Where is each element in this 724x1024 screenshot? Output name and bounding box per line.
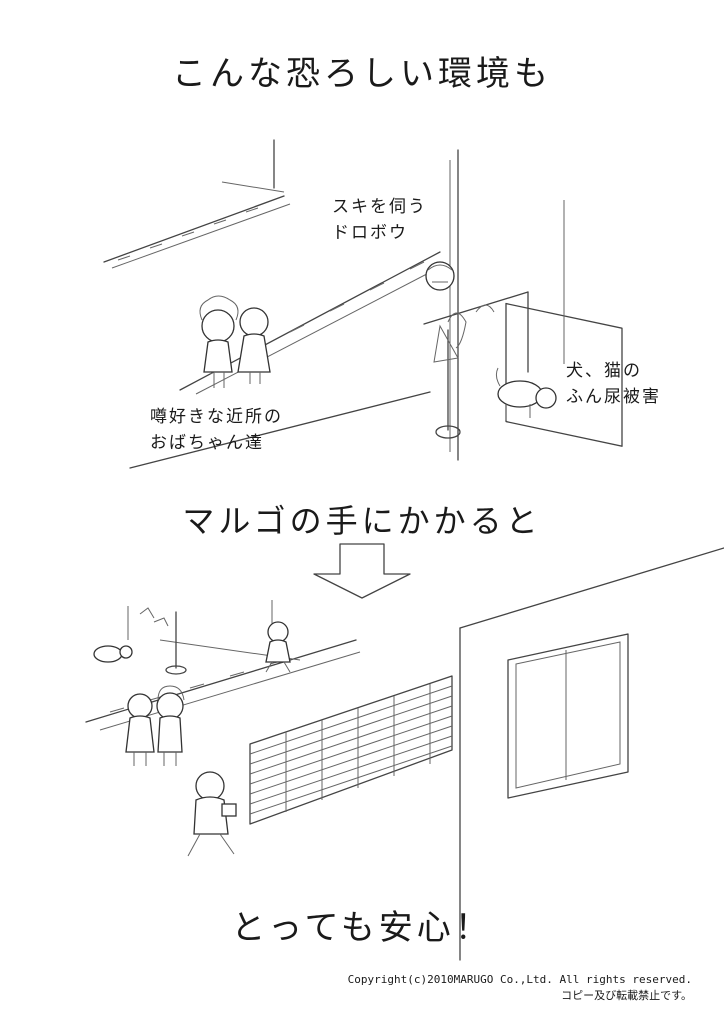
footer: Copyright(c)2010MARUGO Co.,Ltd. All righ…	[348, 972, 692, 1004]
gossip-label-line2: おばちゃん達	[150, 433, 264, 453]
copyright-text: Copyright(c)2010MARUGO Co.,Ltd. All righ…	[347, 973, 692, 986]
pets-label: 犬、猫の ふん尿被害	[566, 358, 661, 410]
gossip-label-line1: 噂好きな近所の	[150, 407, 283, 427]
bottom-scene	[85, 547, 724, 961]
pets-label-line1: 犬、猫の	[566, 361, 642, 381]
middle-heading: マルゴの手にかかると	[182, 502, 542, 540]
thief-label-line2: ドロボウ	[332, 223, 408, 243]
page-title: こんな恐ろしい環境も	[172, 54, 552, 94]
pets-label-line2: ふん尿被害	[566, 387, 661, 407]
gossip-label: 噂好きな近所の おばちゃん達	[150, 404, 283, 456]
down-arrow-icon	[313, 543, 411, 599]
copy-notice: コピー及び転載禁止です。	[561, 989, 692, 1002]
ending-heading: とっても安心！	[231, 908, 493, 948]
thief-label-line1: スキを伺う	[332, 197, 427, 217]
thief-label: スキを伺う ドロボウ	[332, 194, 427, 246]
top-scene	[103, 139, 623, 469]
